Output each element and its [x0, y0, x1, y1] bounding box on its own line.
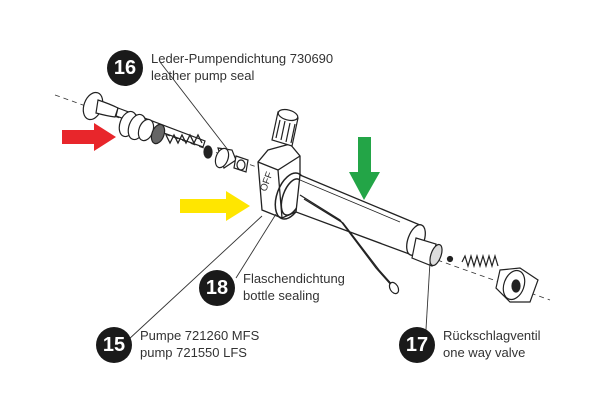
callout-number-badge: 15: [96, 327, 132, 363]
callout-17: 17 Rückschlagventil one way valve: [399, 327, 541, 363]
end-cap: [495, 267, 539, 303]
callout-label-de: Rückschlagventil: [443, 328, 541, 343]
one-way-valve: [411, 237, 454, 267]
callout-16: 16 Leder-Pumpendichtung 730690 leather p…: [107, 50, 333, 86]
callout-18: 18 Flaschendichtung bottle sealing: [199, 270, 345, 306]
valve-spring: [461, 253, 499, 269]
pump-handle: [82, 91, 119, 121]
yellow-arrow: [180, 191, 250, 221]
callout-15: 15 Pumpe 721260 MFS pump 721550 LFS: [96, 327, 259, 363]
callout-number-badge: 18: [199, 270, 235, 306]
callout-label-de: Flaschendichtung: [243, 271, 345, 286]
pump-spring: [165, 133, 203, 145]
valve-knob: [271, 108, 299, 147]
fuel-line: [299, 194, 400, 295]
callout-number-badge: 17: [399, 327, 435, 363]
callout-number-badge: 16: [107, 50, 143, 86]
callout-label-en: leather pump seal: [151, 68, 255, 83]
callout-label-de: Leder-Pumpendichtung 730690: [151, 51, 334, 66]
green-arrow: [349, 137, 380, 200]
pump-head: OFF: [257, 143, 301, 219]
callout-label-en: pump 721550 LFS: [140, 345, 247, 360]
callout-label-de: Pumpe 721260 MFS: [140, 328, 260, 343]
piston-cap: [118, 110, 166, 145]
red-arrow: [62, 123, 116, 151]
leather-pump-seal: [203, 145, 249, 173]
callout-label-en: one way valve: [443, 345, 526, 360]
callout-label-en: bottle sealing: [243, 288, 320, 303]
